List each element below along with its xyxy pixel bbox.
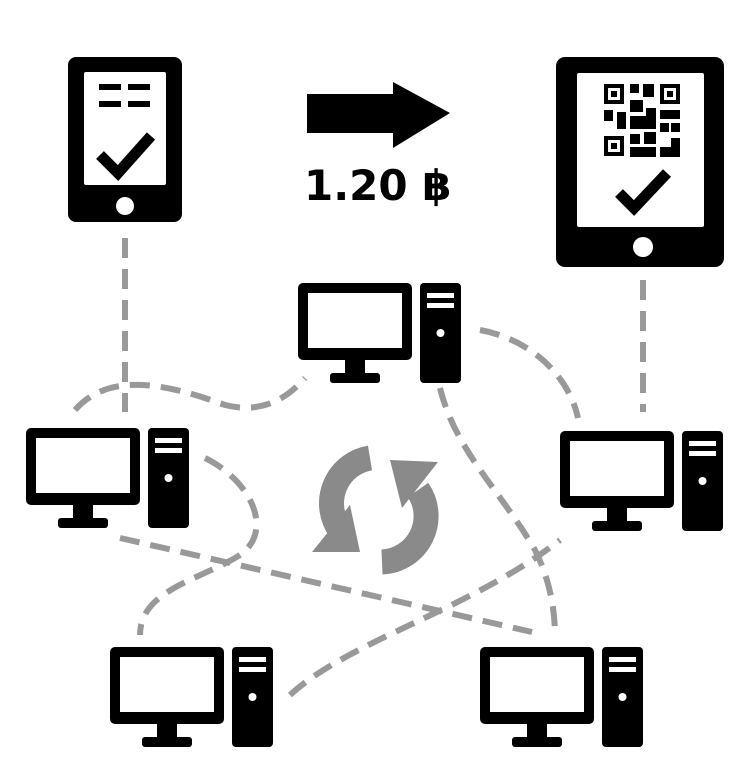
link-d [137, 455, 260, 636]
link-e [119, 535, 533, 635]
tablet-qr-icon [556, 57, 724, 267]
link-f [287, 537, 562, 698]
link-b [479, 327, 581, 419]
refresh-icon [312, 445, 439, 575]
computer-icon [26, 428, 189, 528]
checkmark-icon [615, 169, 672, 216]
computer-icon [480, 647, 643, 747]
link-a [72, 376, 308, 413]
qr-code-icon [604, 84, 680, 157]
computer-icon [298, 283, 461, 383]
smartphone-icon [68, 57, 182, 222]
computer-icon [560, 431, 723, 531]
transfer-arrow-icon [307, 82, 450, 148]
network-links [72, 238, 646, 698]
computer-icon [110, 647, 273, 747]
transfer-amount: 1.20 ฿ [304, 161, 451, 210]
link-c [437, 387, 558, 637]
checkmark-icon [96, 132, 156, 182]
